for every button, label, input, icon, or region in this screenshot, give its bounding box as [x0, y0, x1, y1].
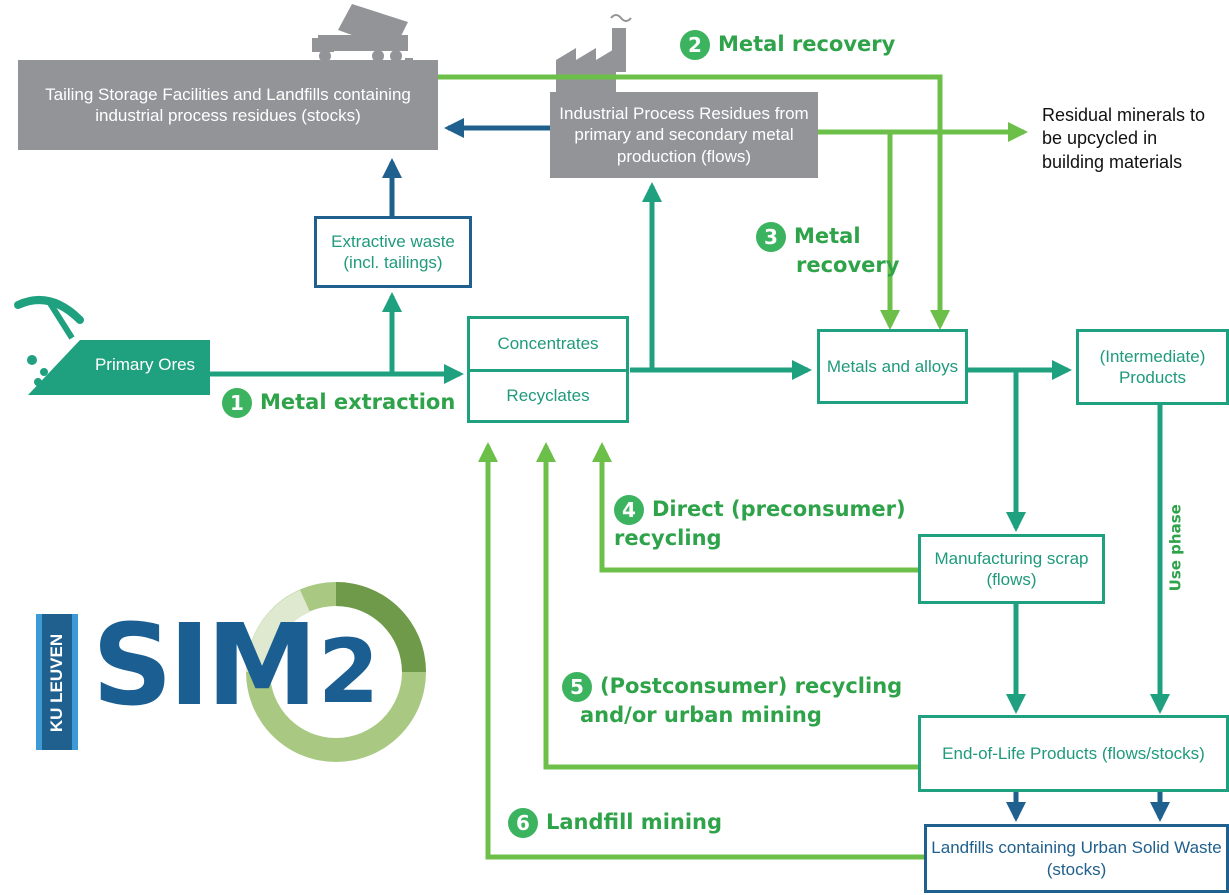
- landfills-urban-box: Landfills containing Urban Solid Waste (…: [924, 824, 1229, 893]
- step-number: 6: [508, 808, 538, 838]
- sim-logo-two: 2: [318, 620, 380, 723]
- label-metal-recovery-3: 3 Metal recovery: [756, 222, 899, 279]
- step-number: 4: [614, 495, 644, 525]
- label-text: Metal extraction: [260, 390, 456, 414]
- process-residues-box: Industrial Process Residues from primary…: [550, 92, 818, 178]
- eol-products-box: End-of-Life Products (flows/stocks): [918, 715, 1229, 792]
- step-number: 1: [222, 388, 252, 418]
- sim2-ring-logo: [246, 582, 426, 762]
- label-postconsumer-recycling: 5 (Postconsumer) recycling and/or urban m…: [562, 672, 902, 729]
- label-text: Metal recovery: [718, 32, 896, 56]
- label-landfill-mining: 6 Landfill mining: [508, 808, 722, 838]
- intermediate-products-box: (Intermediate) Products: [1076, 329, 1229, 405]
- label-text: (Postconsumer) recycling: [600, 674, 903, 698]
- label-text: Landfill mining: [546, 810, 723, 834]
- tailing-storage-box: Tailing Storage Facilities and Landfills…: [18, 60, 438, 150]
- label-metal-extraction: 1 Metal extraction: [222, 388, 455, 418]
- residual-minerals-note: Residual minerals to be upcycled in buil…: [1042, 105, 1206, 172]
- label-text: Metal: [794, 224, 861, 248]
- label-text-line2: and/or urban mining: [580, 703, 822, 727]
- concentrates-box: Concentrates: [467, 316, 629, 372]
- label-text: Direct (preconsumer): [652, 497, 906, 521]
- sim-logo-text: SIM: [92, 601, 318, 731]
- metals-alloys-box: Metals and alloys: [817, 329, 968, 404]
- step-number: 5: [562, 672, 592, 702]
- manufacturing-scrap-box: Manufacturing scrap (flows): [918, 534, 1105, 604]
- label-metal-recovery-2: 2 Metal recovery: [680, 30, 895, 60]
- pickaxe-icon: [14, 296, 210, 395]
- ku-leuven-text: KU LEUVEN: [47, 633, 66, 733]
- extractive-waste-box: Extractive waste (incl. tailings): [314, 216, 472, 288]
- label-text-line2: recycling: [614, 526, 722, 550]
- factory-icon: [556, 14, 632, 95]
- use-phase-label: Use phase: [1166, 504, 1185, 592]
- primary-ores-label: Primary Ores: [94, 355, 196, 375]
- recyclates-box: Recyclates: [467, 369, 629, 423]
- ku-leuven-logo: KU LEUVEN: [36, 614, 78, 750]
- label-text-line2: recovery: [796, 253, 900, 277]
- step-number: 2: [680, 30, 710, 60]
- label-direct-recycling: 4 Direct (preconsumer) recycling: [614, 495, 906, 552]
- step-number: 3: [756, 222, 786, 252]
